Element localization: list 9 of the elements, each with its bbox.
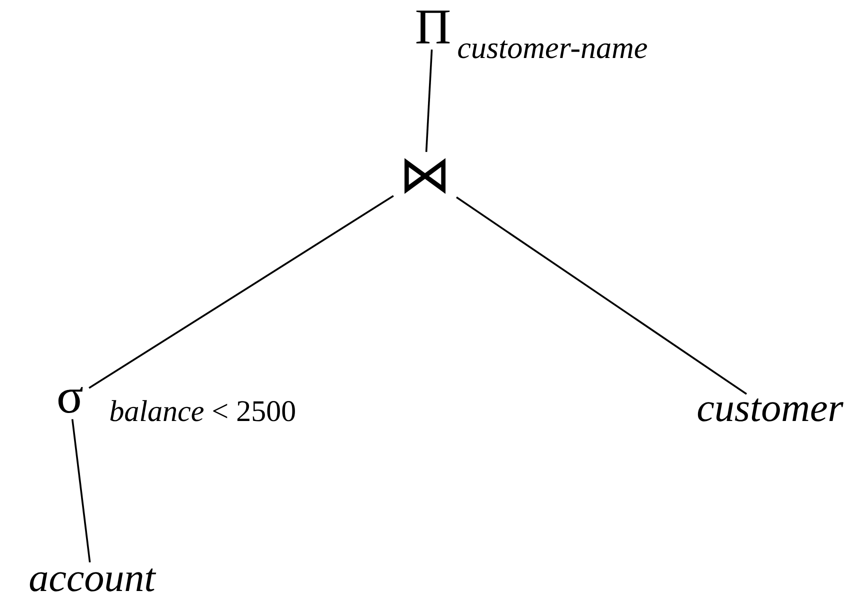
selection-operator: σ balance < 2500 — [58, 386, 295, 422]
join-operator: ⋈ — [404, 158, 446, 194]
tree-edge — [88, 195, 394, 389]
tree-edge — [456, 196, 748, 395]
projection-operator: Π customer-name — [416, 10, 647, 58]
tree-edge — [425, 50, 433, 152]
tree-edge — [71, 419, 91, 562]
relation-name: customer — [698, 398, 844, 422]
relation-name: account — [30, 568, 156, 592]
